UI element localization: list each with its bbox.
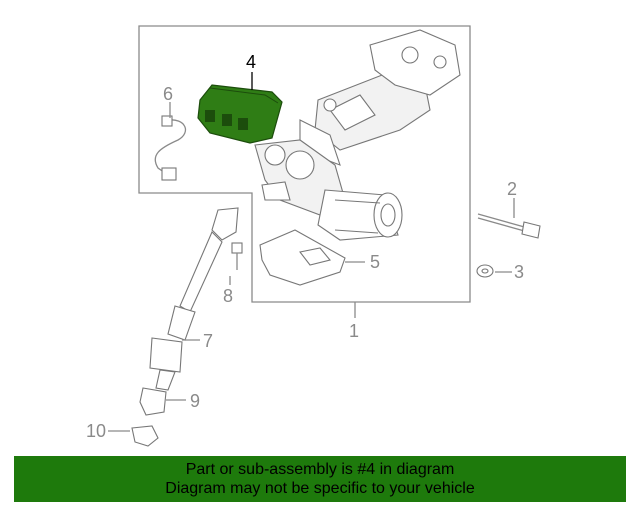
motor-cylinder xyxy=(317,189,403,241)
boot-seal xyxy=(131,425,159,447)
callout-8: 8 xyxy=(223,286,233,306)
assembly-box-outline xyxy=(138,25,471,303)
bracket xyxy=(259,229,346,286)
callout-7: 7 xyxy=(203,331,213,351)
wire-harness xyxy=(154,115,187,181)
callout-3: 3 xyxy=(514,262,524,282)
callout-5: 5 xyxy=(370,252,380,272)
long-bolt xyxy=(477,213,541,239)
motor-housing xyxy=(254,139,346,216)
info-banner: Part or sub-assembly is #4 in diagram Di… xyxy=(14,456,626,502)
callout-2: 2 xyxy=(507,179,517,199)
steering-column-assembly xyxy=(299,29,461,166)
banner-line-2: Diagram may not be specific to your vehi… xyxy=(165,480,475,497)
small-bolt xyxy=(231,242,243,270)
parts-diagram: 1 2 3 4 5 6 7 8 9 10 xyxy=(86,25,541,447)
intermediate-shaft xyxy=(149,207,239,391)
control-module-highlighted xyxy=(197,84,283,144)
callout-4: 4 xyxy=(246,52,256,72)
joint-piece xyxy=(139,387,167,416)
callout-1: 1 xyxy=(349,321,359,341)
nut xyxy=(476,264,494,278)
callout-9: 9 xyxy=(190,391,200,411)
callout-6: 6 xyxy=(163,84,173,104)
banner-line-1: Part or sub-assembly is #4 in diagram xyxy=(185,461,455,478)
callout-10: 10 xyxy=(86,421,106,441)
